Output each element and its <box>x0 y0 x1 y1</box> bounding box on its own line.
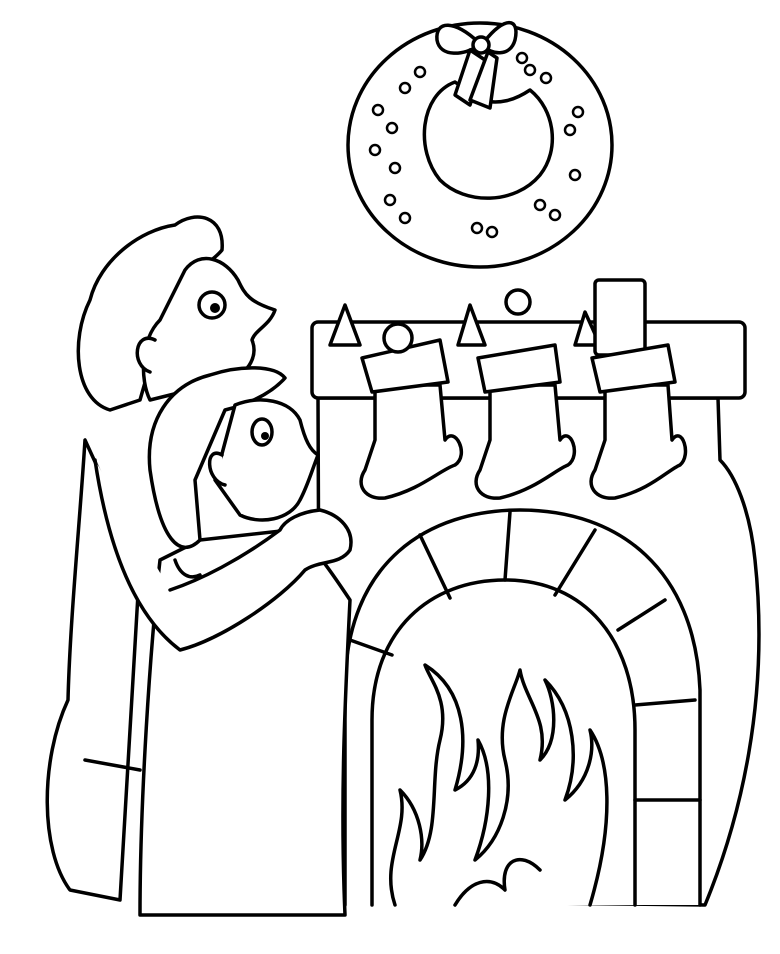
book <box>593 278 647 357</box>
boy-pupil <box>261 432 269 440</box>
stocking-2 <box>456 288 577 500</box>
father-face <box>141 256 277 402</box>
wreath-berries <box>368 51 585 239</box>
boy-eye <box>250 417 274 447</box>
fire-flames <box>389 663 609 907</box>
wreath <box>346 21 614 269</box>
father-arm <box>93 458 353 652</box>
arch-bricks <box>348 510 702 802</box>
stocking-3 <box>573 278 688 500</box>
father-body <box>45 438 142 902</box>
boy <box>83 366 353 917</box>
stocking-1 <box>328 303 464 500</box>
boy-hair <box>147 366 287 550</box>
stockings <box>328 278 688 500</box>
boy-face <box>213 398 320 522</box>
wreath-bow <box>435 21 518 110</box>
father-pupil <box>210 303 220 313</box>
